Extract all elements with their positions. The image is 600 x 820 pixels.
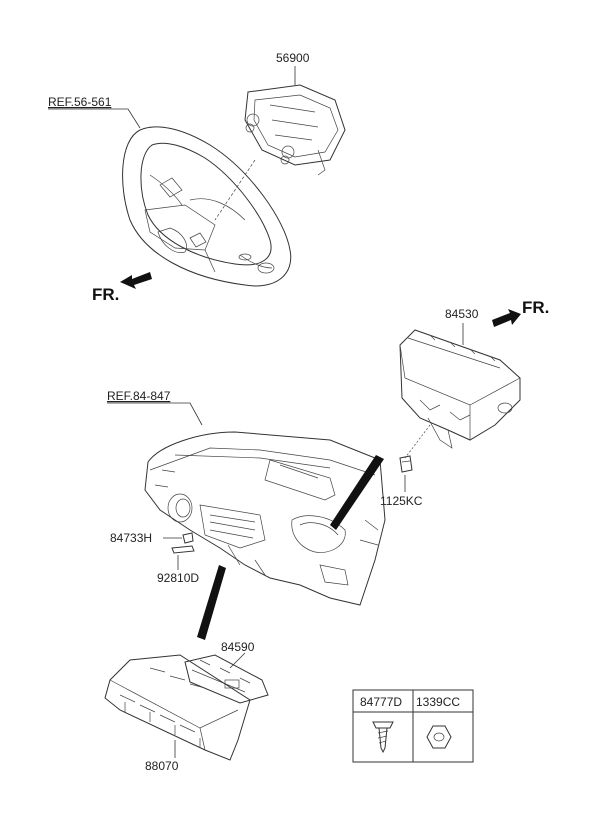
dashboard-panel <box>144 431 386 606</box>
label-56900: 56900 <box>276 51 310 65</box>
label-84590: 84590 <box>221 640 255 654</box>
table-header-1339cc: 1339CC <box>416 695 460 709</box>
knee-airbag-84590 <box>184 654 269 704</box>
passenger-airbag-module <box>399 329 521 449</box>
label-84733h: 84733H <box>110 531 152 545</box>
label-88070: 88070 <box>145 759 179 773</box>
front-arrow-top-icon <box>120 272 152 289</box>
label-84530: 84530 <box>445 307 479 321</box>
pointer-to-knee-airbag <box>197 565 226 640</box>
label-1125kc: 1125KC <box>380 494 423 508</box>
bracket-92810d <box>171 545 195 554</box>
pointer-to-passenger-airbag <box>330 455 384 530</box>
steering-wheel <box>122 126 292 287</box>
fr-label-top: FR. <box>92 285 119 304</box>
control-module-88070 <box>104 654 251 761</box>
nut-icon <box>426 725 452 749</box>
driver-airbag-module <box>244 84 346 176</box>
front-arrow-right-icon <box>492 309 521 327</box>
clip-84733h <box>182 532 194 544</box>
screw-icon <box>372 721 394 754</box>
label-ref-56-561: REF.56-561 <box>48 95 112 109</box>
fastener-table: 84777D 1339CC <box>352 689 474 763</box>
label-ref-84-847: REF.84-847 <box>107 389 171 403</box>
bolt-1125kc <box>399 424 431 473</box>
label-92810d: 92810D <box>157 571 199 585</box>
table-header-84777d: 84777D <box>360 695 402 709</box>
fr-label-right: FR. <box>522 298 549 317</box>
